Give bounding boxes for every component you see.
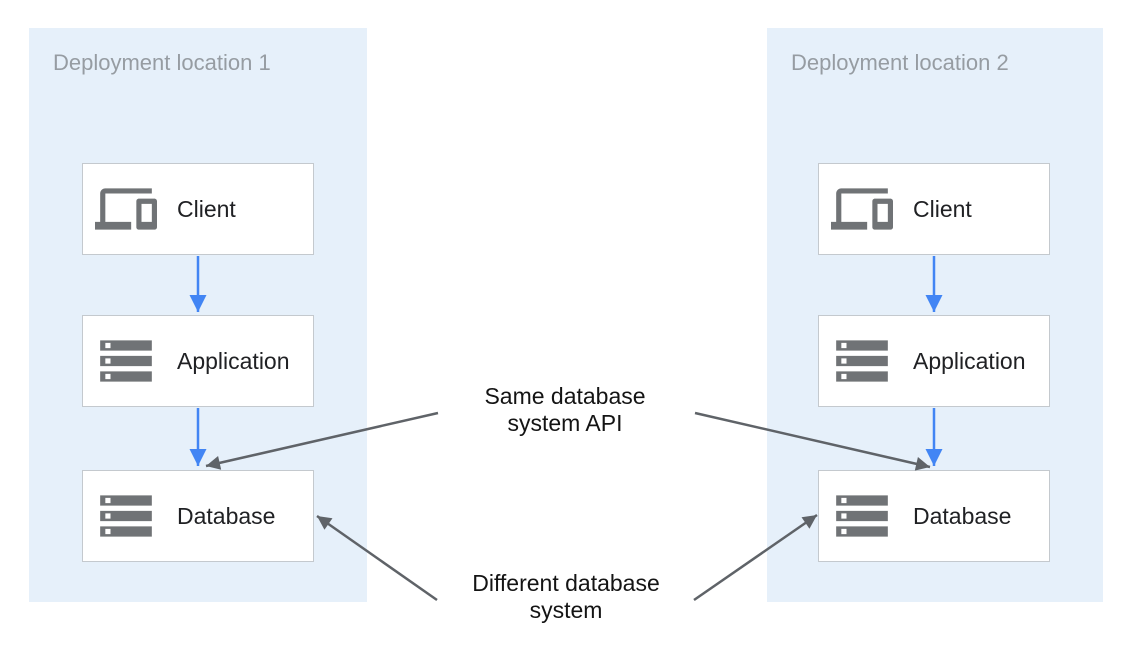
node-label: Application: [913, 347, 1026, 374]
node-application: Application: [82, 315, 314, 407]
panel-deployment-location-2: Deployment location 2 Client Application…: [767, 28, 1103, 602]
annotation-line: Different database: [472, 570, 660, 596]
devices-icon: [831, 188, 893, 230]
panel-title: Deployment location 2: [791, 50, 1009, 75]
node-label: Database: [913, 502, 1012, 529]
annotation-line: system API: [507, 410, 623, 436]
node-label: Client: [177, 195, 236, 222]
node-label: Database: [177, 502, 276, 529]
node-client: Client: [82, 163, 314, 255]
server-stack-icon: [836, 340, 888, 382]
node-database: Database: [818, 470, 1050, 562]
node-database: Database: [82, 470, 314, 562]
annotation-line: system: [529, 597, 603, 623]
server-stack-icon: [100, 340, 152, 382]
node-label: Client: [913, 195, 972, 222]
node-client: Client: [818, 163, 1050, 255]
panel-deployment-location-1: Deployment location 1 Client Application…: [29, 28, 367, 602]
node-label: Application: [177, 347, 290, 374]
annotation-same-database-system-api: Same database system API: [484, 383, 645, 437]
devices-icon: [95, 188, 157, 230]
annotation-line: Same database: [484, 383, 646, 409]
node-application: Application: [818, 315, 1050, 407]
panel-title: Deployment location 1: [53, 50, 271, 75]
server-stack-icon: [100, 495, 152, 537]
annotation-different-database-system: Different database system: [472, 570, 660, 624]
server-stack-icon: [836, 495, 888, 537]
